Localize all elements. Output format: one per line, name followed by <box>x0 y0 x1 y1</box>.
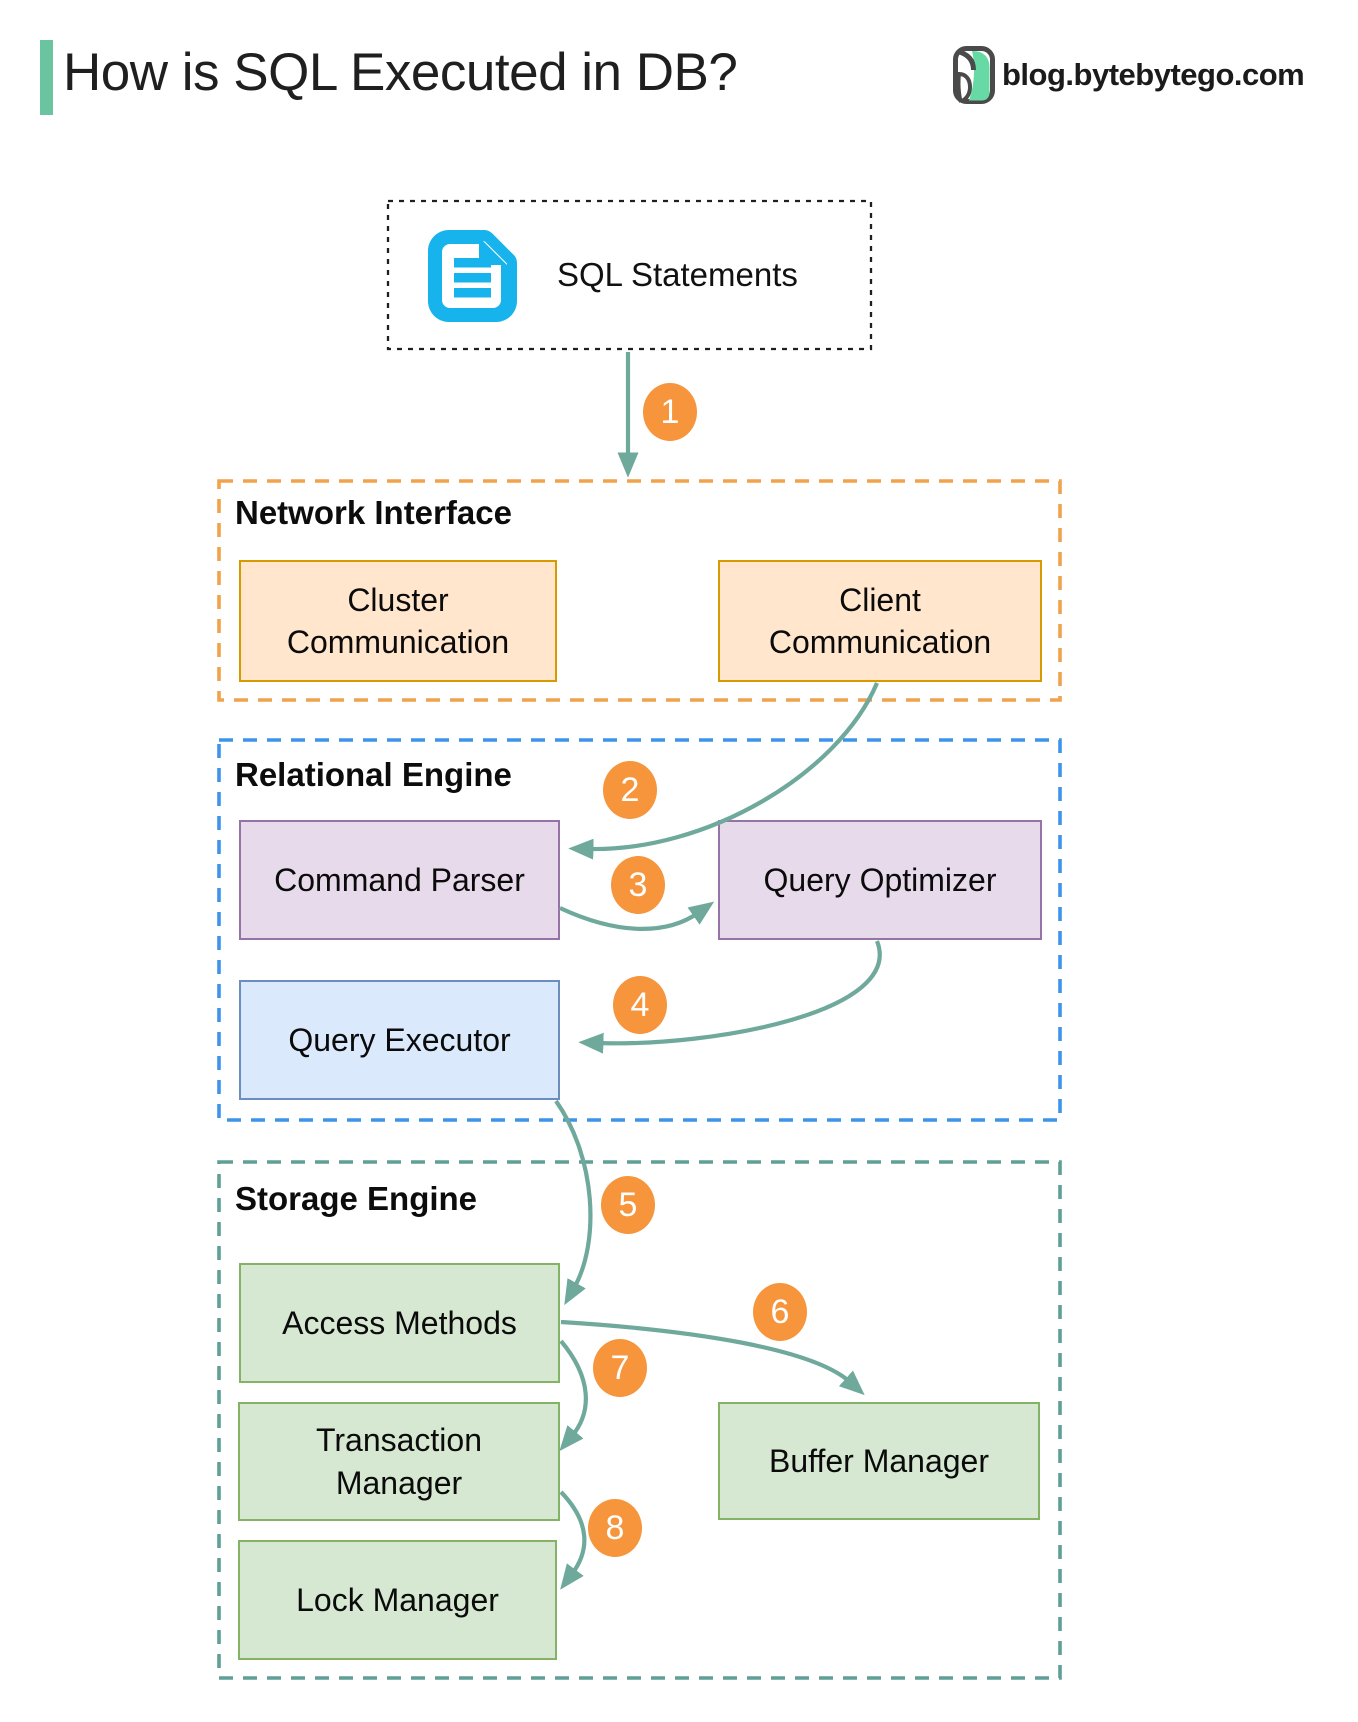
arrow-step-8 <box>559 1490 587 1590</box>
arrow-step-5 <box>554 1099 593 1306</box>
brand-logo: blog.bytebytego.com <box>952 45 1305 105</box>
node-label: Lock Manager <box>296 1581 499 1618</box>
node-buffer-manager: Buffer Manager <box>718 1402 1040 1520</box>
brand-text: blog.bytebytego.com <box>1002 57 1305 92</box>
network-interface-label: Network Interface <box>235 494 512 531</box>
node-label: Query Executor <box>288 1021 511 1058</box>
arrow-step-7 <box>559 1339 588 1452</box>
node-label: Query Optimizer <box>763 861 997 898</box>
page-title: How is SQL Executed in DB? <box>63 43 738 102</box>
sql-document-icon <box>428 229 517 322</box>
node-query-optimizer: Query Optimizer <box>718 820 1042 940</box>
title-accent-bar <box>40 40 53 115</box>
node-label: Transaction Manager <box>316 1422 482 1501</box>
node-query-executor: Query Executor <box>239 980 560 1100</box>
step-badge-4: 4 <box>613 976 667 1034</box>
sql-statements-label: SQL Statements <box>557 256 798 293</box>
bytebytego-logo-icon <box>953 46 995 104</box>
step-badge-5: 5 <box>601 1176 655 1234</box>
step-badge-8: 8 <box>588 1499 642 1557</box>
sql-statements-box: SQL Statements <box>387 200 872 350</box>
node-label: Client Communication <box>768 581 992 660</box>
node-label: Command Parser <box>274 861 525 898</box>
node-transaction-manager: Transaction Manager <box>238 1402 560 1521</box>
step-badge-6: 6 <box>753 1283 807 1341</box>
node-cluster-communication: Cluster Communication <box>239 560 557 682</box>
step-badge-7: 7 <box>593 1339 647 1397</box>
step-badge-1: 1 <box>643 383 697 441</box>
node-label: Access Methods <box>282 1304 517 1341</box>
node-command-parser: Command Parser <box>239 820 560 940</box>
node-label: Buffer Manager <box>769 1442 989 1479</box>
relational-engine-label: Relational Engine <box>235 756 512 793</box>
node-client-communication: Client Communication <box>718 560 1042 682</box>
node-label: Cluster Communication <box>286 581 510 660</box>
storage-engine-label: Storage Engine <box>235 1180 478 1217</box>
node-access-methods: Access Methods <box>239 1263 560 1383</box>
step-badge-3: 3 <box>611 856 665 914</box>
node-lock-manager: Lock Manager <box>238 1540 557 1660</box>
step-badge-2: 2 <box>603 761 657 819</box>
